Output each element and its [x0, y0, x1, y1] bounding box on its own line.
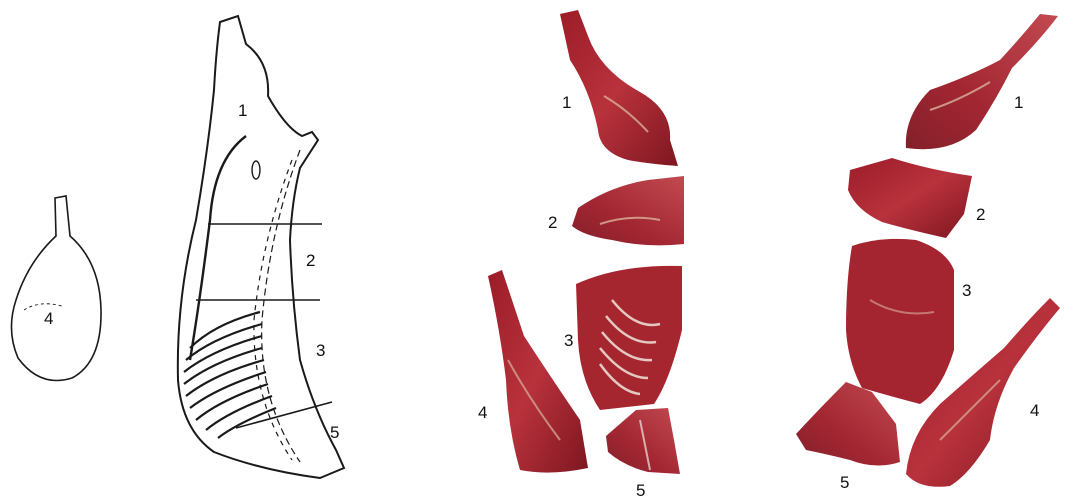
photo-middle: 1 2 3 4 5: [478, 10, 684, 500]
ribs: [184, 312, 276, 438]
right-cut-2: [848, 158, 972, 238]
right-label-4: 4: [1030, 401, 1039, 420]
middle-label-5: 5: [636, 481, 645, 500]
middle-label-4: 4: [478, 403, 487, 422]
carcass-label-1: 1: [238, 101, 247, 120]
middle-label-2: 2: [548, 213, 557, 232]
right-label-2: 2: [976, 205, 985, 224]
middle-label-3: 3: [564, 331, 573, 350]
right-label-1: 1: [1014, 93, 1023, 112]
carcass-label-2: 2: [306, 251, 315, 270]
carcass-label-5: 5: [330, 423, 339, 442]
middle-cut-5: [606, 408, 680, 474]
leg-label: 4: [44, 309, 53, 328]
middle-cut-2: [572, 176, 684, 245]
middle-label-1: 1: [562, 93, 571, 112]
middle-cut-1: [560, 10, 678, 166]
line-drawing-leg: 4: [11, 196, 101, 381]
right-cut-1: [906, 14, 1058, 149]
photo-right: 1 2 3 4 5: [796, 14, 1060, 492]
right-cut-3: [846, 239, 954, 404]
right-label-5: 5: [840, 473, 849, 492]
carcass-label-3: 3: [316, 341, 325, 360]
right-cut-5: [796, 382, 900, 466]
middle-cut-4: [488, 270, 588, 473]
line-drawing-carcass: 1 2 3 5: [178, 16, 344, 478]
right-label-3: 3: [962, 281, 971, 300]
